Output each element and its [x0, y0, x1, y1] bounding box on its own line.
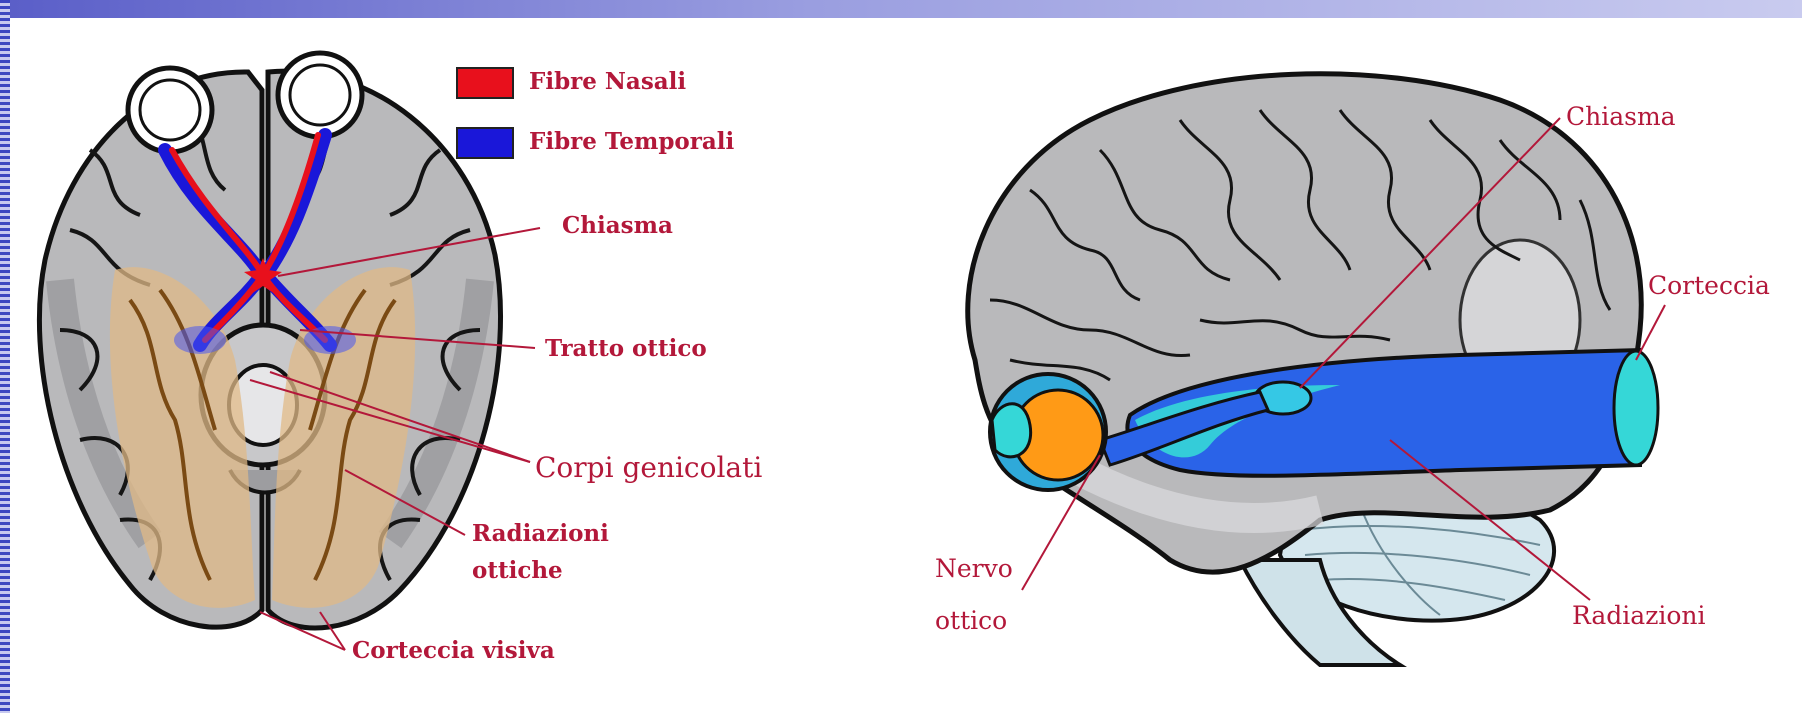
label-chiasma-right: Chiasma	[1566, 101, 1676, 132]
legend-label-nasal: Fibre Nasali	[529, 68, 686, 97]
legend-label-temporal: Fibre Temporali	[529, 128, 734, 157]
label-nervo-ottico-line2: ottico	[935, 605, 1007, 636]
label-chiasma-left: Chiasma	[562, 212, 673, 241]
label-corteccia: Corteccia	[1648, 270, 1770, 301]
brain-lateral-view	[968, 74, 1658, 665]
label-radiazioni-right: Radiazioni	[1572, 600, 1706, 631]
label-corpi-genicolati: Corpi genicolati	[535, 450, 762, 485]
visual-cortex-end	[1614, 351, 1658, 465]
legend-swatch-nasal	[456, 67, 514, 99]
legend-swatch-temporal	[456, 127, 514, 159]
label-corteccia-visiva: Corteccia visiva	[352, 637, 555, 666]
label-radiazioni-ottiche-line1: Radiazioni	[472, 520, 609, 549]
label-radiazioni-ottiche-line2: ottiche	[472, 557, 563, 586]
label-tratto-ottico: Tratto ottico	[545, 335, 707, 364]
label-nervo-ottico-line1: Nervo	[935, 553, 1013, 584]
